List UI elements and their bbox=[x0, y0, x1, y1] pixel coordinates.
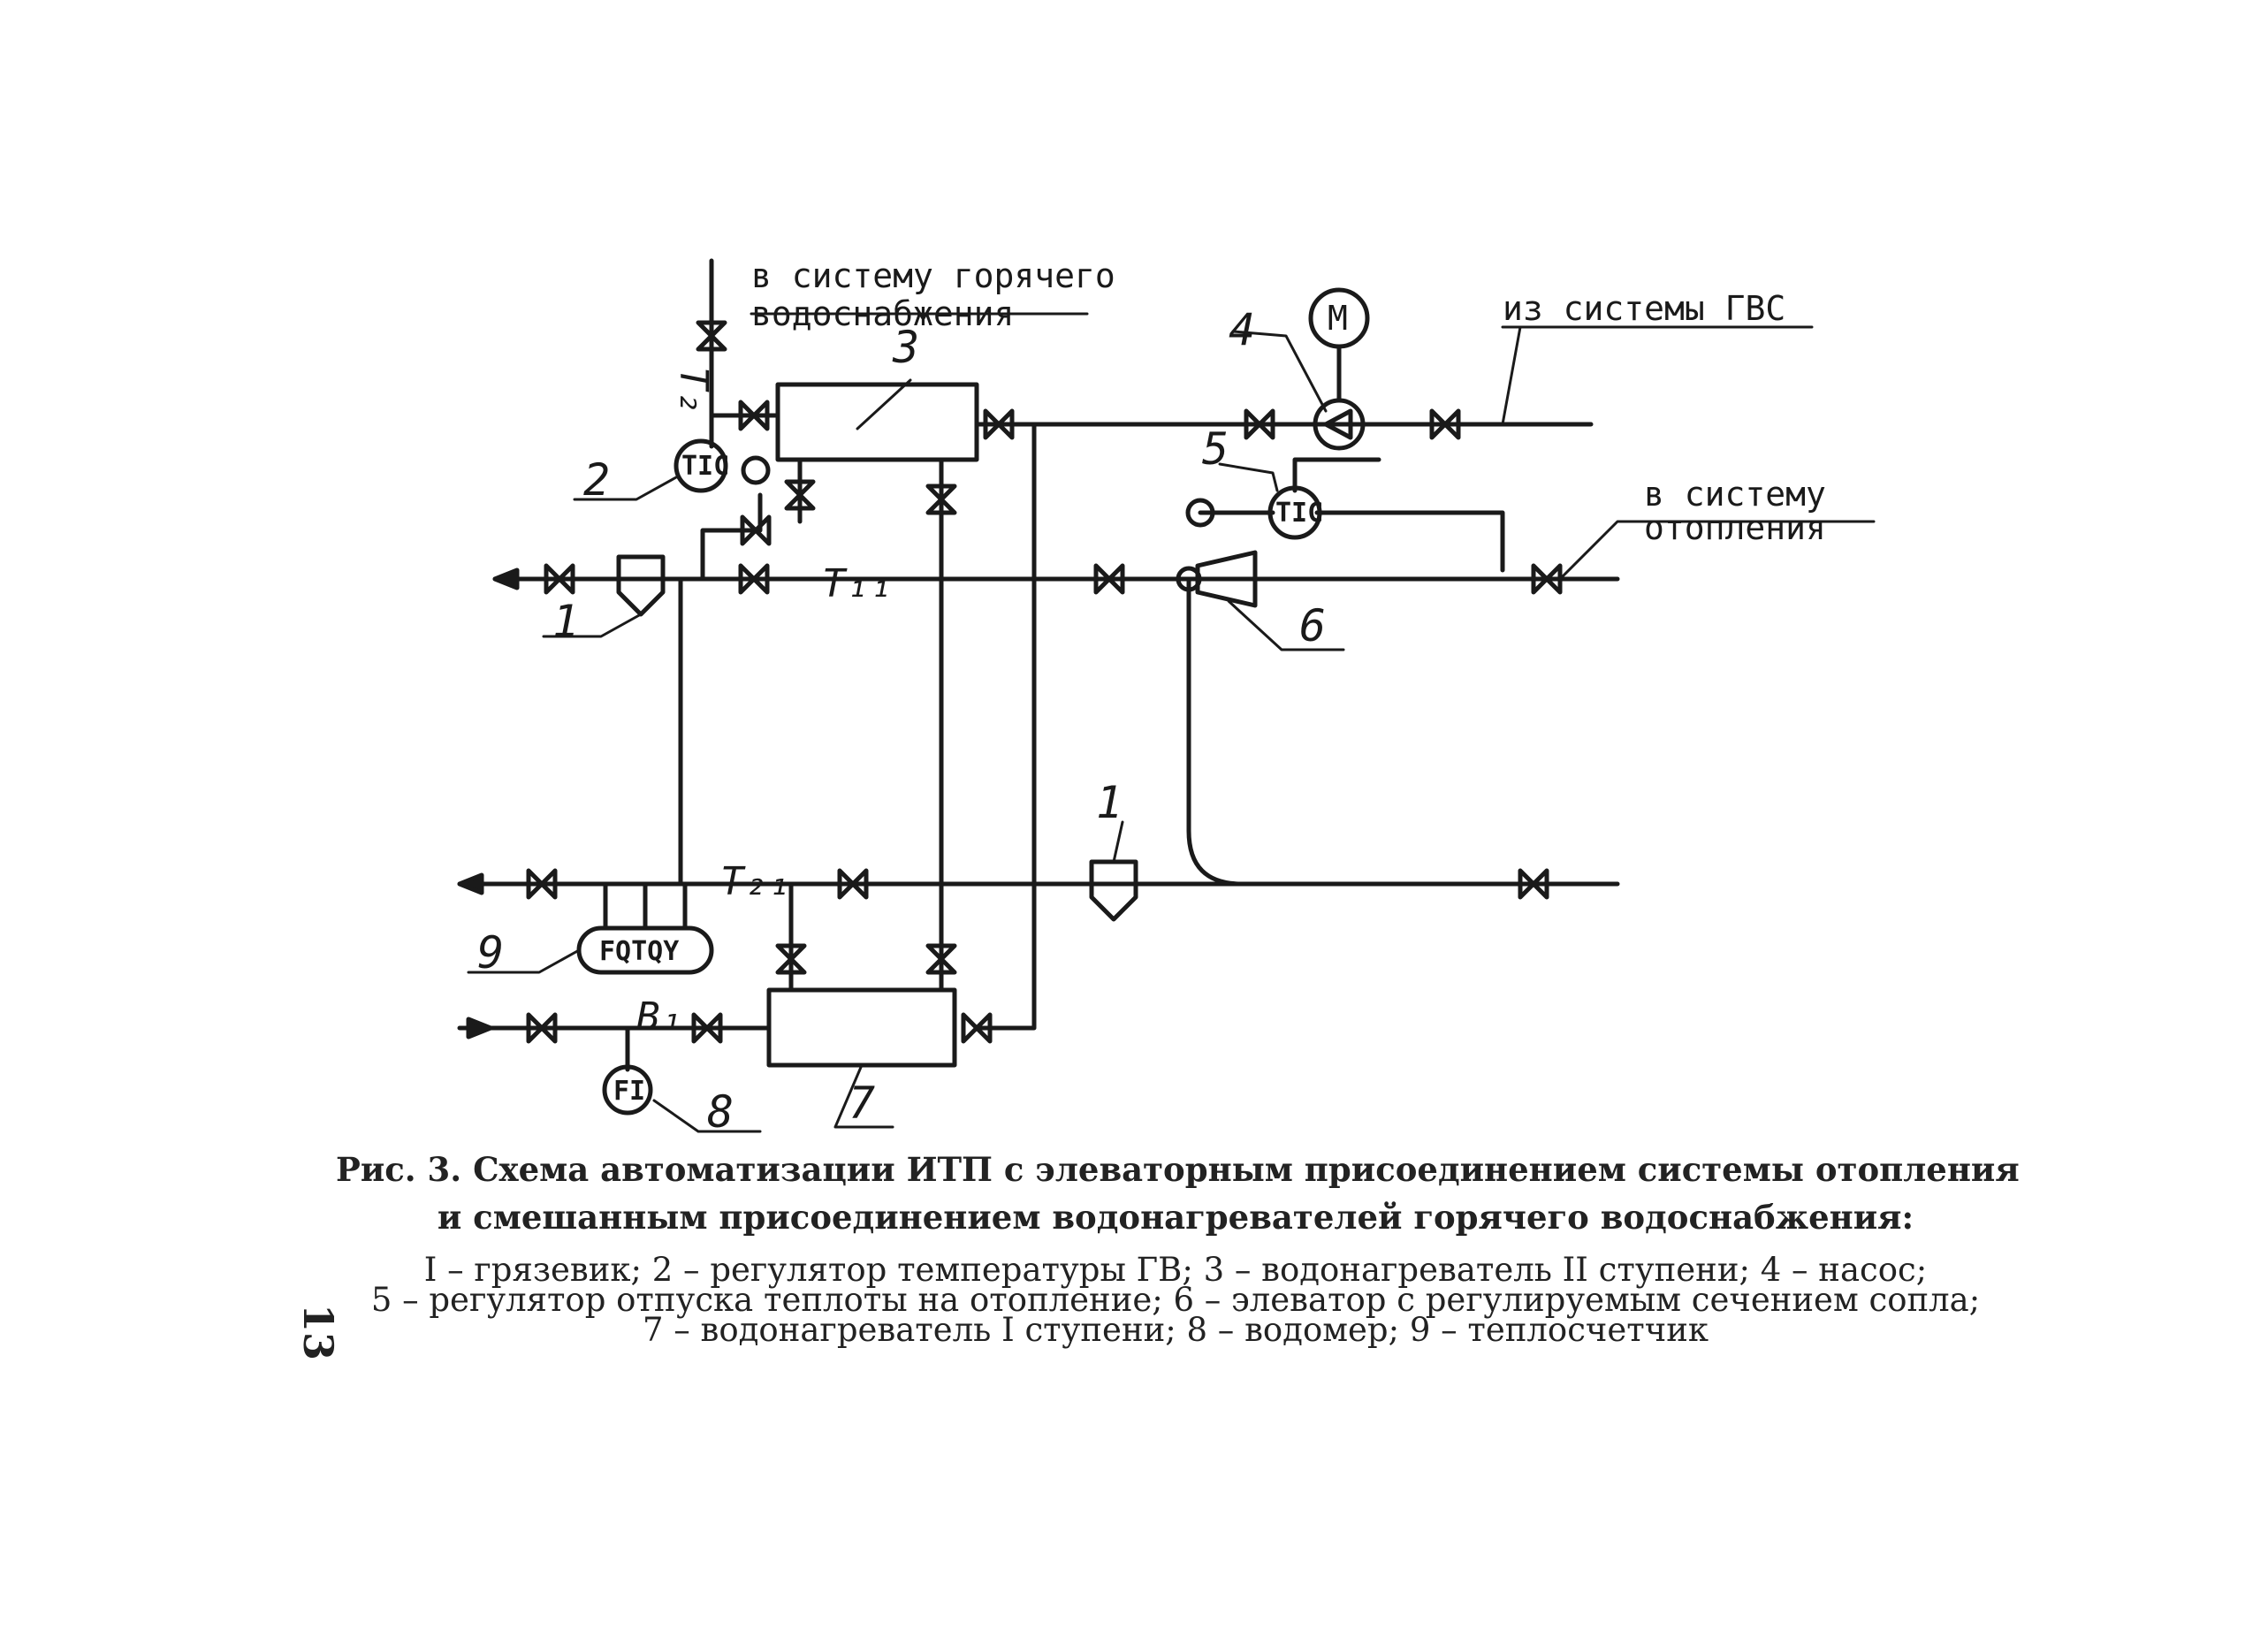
label-to-heating-1: в систему bbox=[1644, 475, 1826, 514]
elevator-control-loop bbox=[1314, 510, 1505, 573]
heater-stage-2 bbox=[775, 382, 979, 462]
callout-1-bottom: 1 bbox=[1096, 777, 1123, 828]
callout-1-top: 1 bbox=[552, 596, 579, 647]
tag-t11: T₁₁ bbox=[822, 561, 892, 606]
regulator-5-label: TIC bbox=[1275, 498, 1323, 529]
callout-2: 2 bbox=[583, 454, 610, 506]
caption-legend-line-3: 7 – водонагреватель I ступени; 8 – водом… bbox=[642, 1311, 1709, 1349]
caption-title-line-1: Рис. 3. Схема автоматизации ИТП с элеват… bbox=[336, 1150, 2020, 1189]
callout-8: 8 bbox=[707, 1086, 734, 1138]
caption-legend-line-2: 5 – регулятор отпуска теплоты на отоплен… bbox=[370, 1281, 1981, 1319]
callout-3: 3 bbox=[892, 322, 919, 373]
caption-title-line-2: и смешанным присоединением водонагревате… bbox=[437, 1198, 1914, 1237]
callout-9: 9 bbox=[477, 927, 504, 979]
motor-label: M bbox=[1328, 299, 1348, 338]
valves bbox=[526, 320, 1563, 1044]
label-to-heating-2: отопления bbox=[1644, 508, 1826, 547]
right-riser bbox=[974, 422, 1037, 1031]
tag-t2: T₂ bbox=[671, 367, 716, 414]
mud-trap-top bbox=[616, 554, 666, 617]
left-bypass-pipe-2 bbox=[700, 492, 763, 582]
callout-7: 7 bbox=[849, 1078, 875, 1129]
callout-4: 4 bbox=[1229, 304, 1255, 355]
regulator-2-sensor bbox=[741, 455, 771, 485]
heat-meter-label: FQTQY bbox=[599, 936, 679, 967]
pump-arrow bbox=[1323, 408, 1353, 440]
tag-t21: T₂₁ bbox=[720, 859, 790, 904]
label-to-hot-water-1: в систему горячего bbox=[751, 256, 1115, 295]
elevator-nozzle bbox=[1176, 566, 1202, 592]
regulator-5-sensor bbox=[1185, 498, 1215, 528]
regulator-5-circle bbox=[1267, 485, 1322, 540]
arrow-return-out bbox=[457, 872, 484, 895]
caption-legend-line-1: I – грязевик; 2 – регулятор температуры … bbox=[423, 1251, 1928, 1289]
water-meter-label: FI bbox=[613, 1076, 645, 1107]
tag-b1: B₁ bbox=[636, 994, 683, 1040]
regulator-5-signal bbox=[1292, 457, 1381, 493]
regulator-2-label: TIC bbox=[681, 451, 729, 482]
label-to-hot-water-2: водоснабжения bbox=[751, 294, 1014, 333]
heat-meter-taps bbox=[603, 881, 688, 931]
elevator-down-pipe bbox=[1186, 576, 1244, 887]
arrow-supply-in bbox=[492, 567, 520, 590]
callout-leaders bbox=[467, 312, 1876, 1133]
arrow-cold-in bbox=[466, 1017, 493, 1040]
page-number: 13 bbox=[294, 1303, 343, 1361]
water-meter-8 bbox=[602, 1064, 653, 1116]
regulator-2-circle bbox=[674, 438, 728, 493]
heater-stage-1 bbox=[766, 987, 957, 1068]
callout-6: 6 bbox=[1299, 600, 1326, 651]
mud-trap-bottom bbox=[1089, 859, 1138, 922]
callout-5: 5 bbox=[1202, 423, 1229, 475]
label-from-hws: из системы ГВС bbox=[1503, 289, 1785, 328]
